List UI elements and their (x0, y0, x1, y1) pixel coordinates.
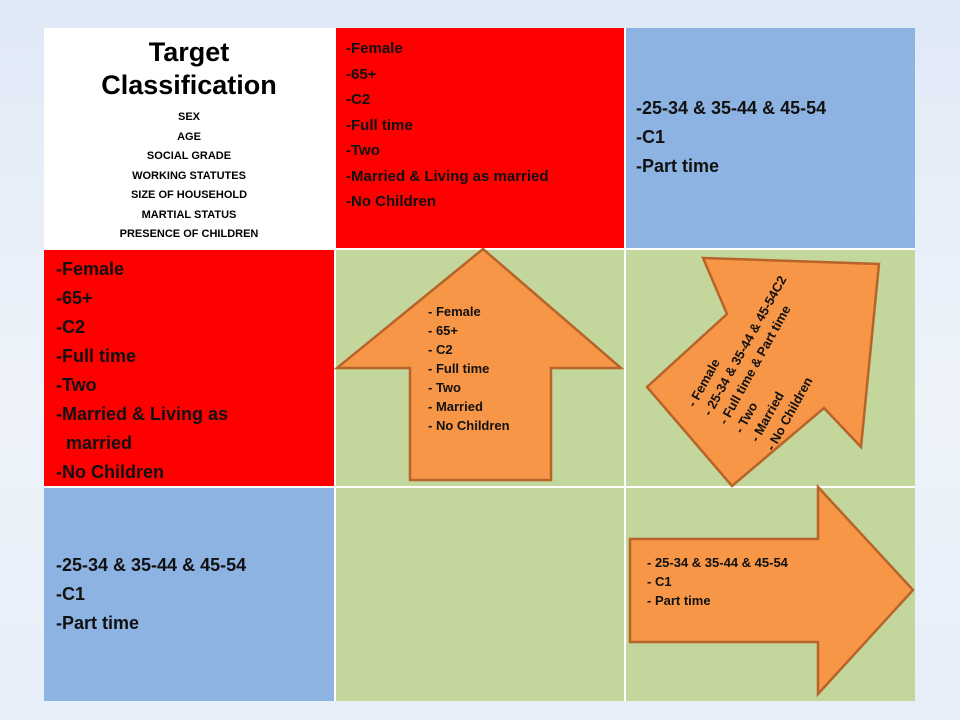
criteria-item: PRESENCE OF CHILDREN (119, 228, 259, 240)
list-item: - Female (428, 304, 481, 319)
criteria-item: AGE (177, 130, 201, 143)
list-item: -No Children (56, 462, 164, 482)
list-item: -C2 (346, 91, 371, 108)
list-item: - C2 (428, 342, 453, 357)
classification-grid: Target Classification SEX AGE SOCIAL GRA… (44, 28, 915, 701)
list-item: - C1 (647, 574, 672, 589)
list-item: -Female (346, 40, 403, 57)
left-blue-cell: -25-34 & 35-44 & 45-54 -C1 -Part time (44, 488, 334, 701)
left-red-list: -Female -65+ -C2 -Full time -Two -Marrie… (56, 255, 334, 487)
top-red-cell: -Female -65+ -C2 -Full time -Two -Marrie… (336, 28, 624, 248)
list-item: -Full time (56, 346, 136, 366)
list-item: -Married & Living as (56, 404, 229, 424)
title-cell: Target Classification SEX AGE SOCIAL GRA… (44, 28, 334, 248)
list-item: - Two (428, 380, 461, 395)
list-item: -Part time (636, 156, 720, 176)
top-blue-list: -25-34 & 35-44 & 45-54 -C1 -Part time (636, 94, 915, 181)
criteria-list: SEX AGE SOCIAL GRADE WORKING STATUTES SI… (44, 108, 334, 245)
list-item: married (56, 433, 133, 453)
list-item: - No Children (428, 418, 510, 433)
list-item: -Married & Living as married (346, 167, 549, 185)
criteria-item: WORKING STATUTES (132, 169, 246, 182)
list-item: -25-34 & 35-44 & 45-54 (56, 555, 247, 575)
list-item: -C1 (636, 127, 666, 147)
left-red-cell: -Female -65+ -C2 -Full time -Two -Marrie… (44, 250, 334, 486)
list-item: -Female (56, 259, 125, 279)
list-item: -Two (346, 142, 380, 159)
list-item: -C1 (56, 584, 86, 604)
list-item: -65+ (346, 65, 377, 83)
criteria-item: MARTIAL STATUS (141, 208, 237, 221)
list-item: -Two (56, 375, 97, 395)
list-item: - 25-34 & 35-44 & 45-54 (647, 555, 788, 570)
list-item: -Full time (346, 116, 413, 134)
list-item: -25-34 & 35-44 & 45-54 (636, 98, 827, 118)
criteria-item: SEX (177, 111, 200, 123)
left-blue-list: -25-34 & 35-44 & 45-54 -C1 -Part time (56, 551, 334, 638)
criteria-item: SOCIAL GRADE (146, 150, 232, 162)
title-heading: Target Classification (101, 37, 277, 100)
list-item: -65+ (56, 288, 93, 308)
criteria-item: SIZE OF HOUSEHOLD (130, 189, 248, 201)
list-item: -C2 (56, 317, 86, 337)
list-item: - Full time (428, 361, 490, 376)
list-item: -Part time (56, 613, 140, 633)
up-arrow-shape (333, 247, 625, 482)
green-cell-bottom (336, 488, 624, 701)
top-red-list: -Female -65+ -C2 -Full time -Two -Marrie… (346, 36, 624, 215)
up-arrow-list: - Female - 65+ - C2 - Full time - Two - … (428, 302, 510, 435)
list-item: - Part time (647, 593, 711, 608)
list-item: - 65+ (428, 323, 458, 338)
right-arrow-list: - 25-34 & 35-44 & 45-54 - C1 - Part time (647, 553, 788, 610)
right-arrow-shape (628, 483, 915, 698)
diagonal-arrow-shape (645, 256, 881, 488)
list-item: -No Children (346, 193, 436, 210)
top-blue-cell: -25-34 & 35-44 & 45-54 -C1 -Part time (626, 28, 915, 248)
list-item: - Married (428, 399, 483, 414)
